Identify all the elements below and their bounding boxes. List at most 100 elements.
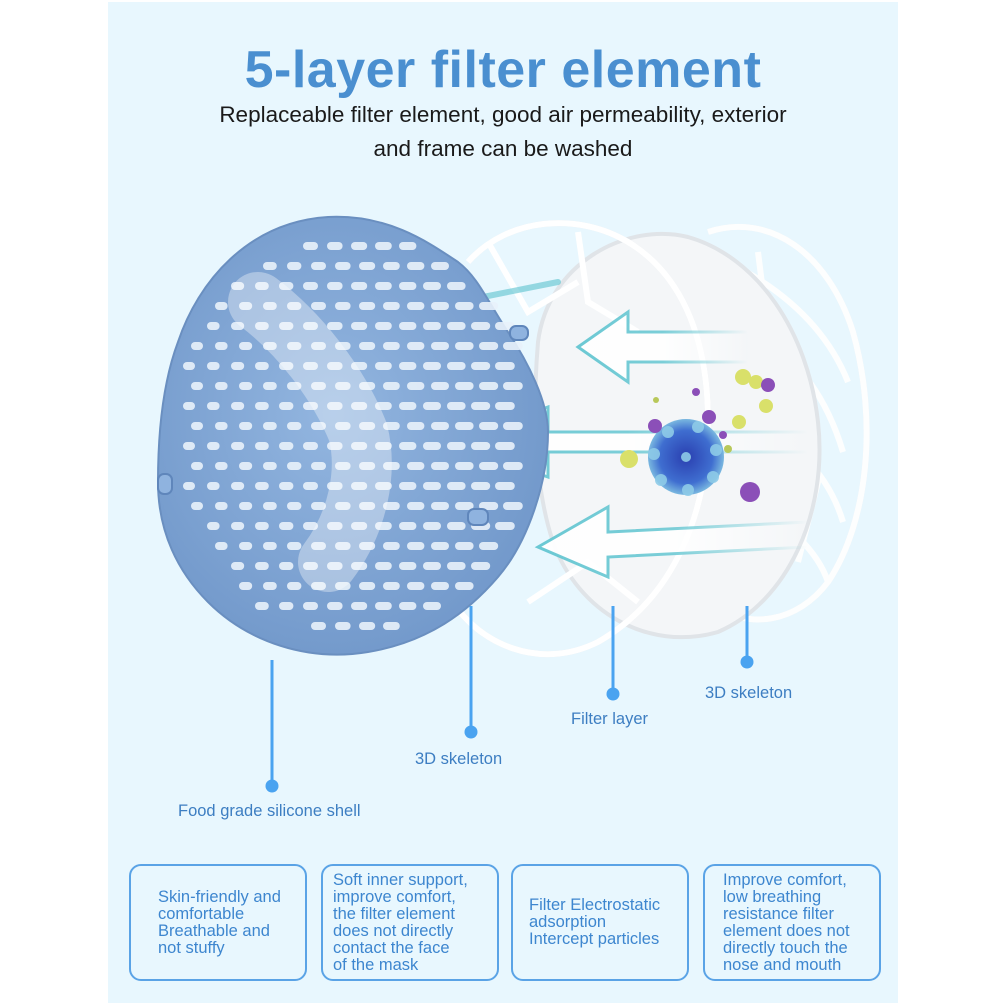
shell-hole [303, 322, 318, 330]
callout-3d-skeleton-front: 3D skeleton [415, 750, 503, 768]
shell-hole [431, 542, 449, 550]
virus-particles [620, 369, 775, 502]
shell-hole [383, 342, 400, 350]
shell-hole [383, 502, 400, 510]
shell-hole [359, 422, 376, 430]
shell-hole [335, 382, 351, 390]
shell-hole [351, 602, 368, 610]
shell-hole [231, 282, 245, 290]
shell-hole [215, 342, 228, 350]
shell-hole [279, 442, 294, 450]
shell-hole [303, 602, 318, 610]
shell-hole [191, 342, 203, 350]
shell-hole [479, 502, 499, 510]
shell-hole [423, 562, 441, 570]
shell-hole [255, 562, 269, 570]
shell-hole [399, 402, 417, 410]
shell-hole [399, 242, 417, 250]
shell-hole [327, 562, 343, 570]
shell-hole [231, 562, 245, 570]
shell-hole [239, 422, 253, 430]
shell-hole [375, 522, 392, 530]
shell-hole [207, 402, 220, 410]
shell-hole [351, 322, 368, 330]
shell-hole [263, 422, 277, 430]
shell-hole [383, 582, 400, 590]
shell-hole [471, 402, 491, 410]
shell-hole [215, 422, 228, 430]
callout-3d-skeleton-back: 3D skeleton [705, 684, 793, 702]
shell-hole [383, 382, 400, 390]
shell-hole [255, 322, 269, 330]
shell-hole [479, 382, 499, 390]
shell-hole [455, 582, 474, 590]
shell-hole [375, 602, 392, 610]
shell-hole [447, 322, 466, 330]
shell-hole [183, 362, 195, 370]
shell-hole [447, 562, 466, 570]
subtitle-line-1: Replaceable filter element, good air per… [219, 102, 787, 127]
shell-hole [383, 302, 400, 310]
shell-hole [335, 542, 351, 550]
shell-hole [431, 382, 449, 390]
shell-hole [239, 542, 253, 550]
feature-text: Soft inner support, improve comfort, the… [333, 870, 468, 974]
shell-hole [407, 262, 425, 270]
shell-hole [351, 562, 368, 570]
shell-hole [375, 442, 392, 450]
shell-hole [479, 342, 499, 350]
shell-hole [359, 582, 376, 590]
shell-hole [303, 242, 318, 250]
shell-hole [351, 442, 368, 450]
shell-hole [255, 482, 269, 490]
shell-hole [311, 582, 326, 590]
callout-lines [270, 606, 749, 784]
shell-hole [447, 362, 466, 370]
shell-hole [431, 502, 449, 510]
shell-hole [351, 242, 368, 250]
shell-hole [303, 362, 318, 370]
shell-hole [215, 542, 228, 550]
shell-hole [351, 522, 368, 530]
shell-hole [447, 522, 466, 530]
shell-hole [311, 502, 326, 510]
shell-hole [383, 462, 400, 470]
shell-hole [407, 342, 425, 350]
shell-hole [263, 502, 277, 510]
shell-hole [327, 402, 343, 410]
shell-hole [431, 262, 449, 270]
shell-hole [471, 562, 491, 570]
shell-hole [303, 522, 318, 530]
shell-hole [279, 322, 294, 330]
shell-hole [423, 402, 441, 410]
shell-hole [239, 502, 253, 510]
shell-hole [359, 262, 376, 270]
shell-hole [311, 622, 326, 630]
shell-hole [239, 582, 253, 590]
shell-hole [287, 262, 302, 270]
shell-hole [263, 582, 277, 590]
shell-hole [455, 502, 474, 510]
callout-filter-layer: Filter layer [571, 710, 649, 728]
shell-hole [431, 462, 449, 470]
shell-hole [423, 602, 441, 610]
shell-hole [207, 522, 220, 530]
shell-hole [231, 482, 245, 490]
shell-hole [207, 442, 220, 450]
shell-hole [255, 602, 269, 610]
shell-hole [231, 362, 245, 370]
feature-text: Improve comfort, low breathing resistanc… [723, 870, 850, 974]
shell-hole [255, 362, 269, 370]
shell-hole [191, 422, 203, 430]
shell-hole [183, 442, 195, 450]
shell-hole [495, 402, 515, 410]
shell-hole [263, 542, 277, 550]
shell-hole [335, 422, 351, 430]
shell-hole [431, 582, 449, 590]
product-panel: 5-layer filter element Replaceable filte… [108, 2, 898, 1003]
feature-text: Skin-friendly and comfortable Breathable… [158, 887, 281, 957]
shell-hole [263, 382, 277, 390]
shell-hole [375, 482, 392, 490]
shell-hole [335, 582, 351, 590]
shell-hole [455, 342, 474, 350]
